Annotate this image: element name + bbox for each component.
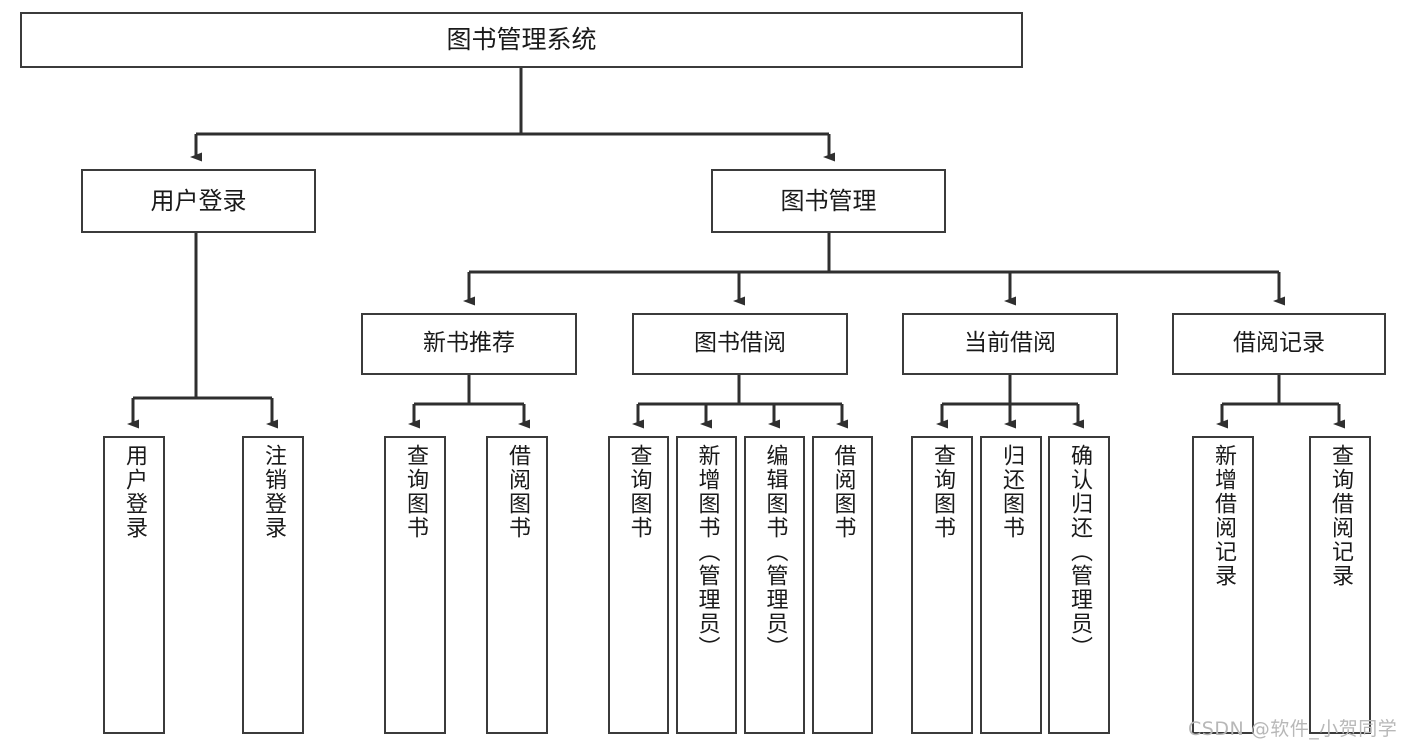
leaf-return-book[interactable]: 归还图书	[980, 436, 1042, 734]
node-root-label: 图书管理系统	[446, 25, 597, 55]
leaf-query-book-current[interactable]: 查询图书	[911, 436, 973, 734]
node-user-login-label: 用户登录	[150, 186, 247, 215]
node-book-borrow[interactable]: 图书借阅	[632, 313, 848, 375]
leaf-return-book-label: 归还图书	[998, 444, 1024, 540]
node-root[interactable]: 图书管理系统	[20, 12, 1023, 68]
leaf-logout[interactable]: 注销登录	[242, 436, 304, 734]
leaf-edit-book-admin[interactable]: 编辑图书（管理员）	[744, 436, 805, 734]
leaf-add-borrow-record[interactable]: 新增借阅记录	[1192, 436, 1254, 734]
leaf-query-book-recommend[interactable]: 查询图书	[384, 436, 446, 734]
leaf-borrow-book-recommend-label: 借阅图书	[504, 444, 530, 540]
leaf-query-borrow-record[interactable]: 查询借阅记录	[1309, 436, 1371, 734]
leaf-query-borrow-record-label: 查询借阅记录	[1327, 444, 1353, 588]
node-borrow-record[interactable]: 借阅记录	[1172, 313, 1386, 375]
leaf-user-login[interactable]: 用户登录	[103, 436, 165, 734]
leaf-user-login-label: 用户登录	[121, 444, 147, 540]
node-current-borrow-label: 当前借阅	[964, 330, 1056, 357]
leaf-add-borrow-record-label: 新增借阅记录	[1210, 444, 1236, 588]
node-user-login[interactable]: 用户登录	[81, 169, 316, 233]
leaf-edit-book-admin-label: 编辑图书（管理员）	[762, 444, 788, 660]
leaf-query-book-recommend-label: 查询图书	[402, 444, 428, 540]
leaf-confirm-return-admin-label: 确认归还（管理员）	[1066, 444, 1092, 660]
node-book-management[interactable]: 图书管理	[711, 169, 946, 233]
node-book-borrow-label: 图书借阅	[694, 330, 786, 357]
leaf-add-book-admin-label: 新增图书（管理员）	[694, 444, 720, 660]
node-book-management-label: 图书管理	[780, 186, 877, 215]
leaf-query-book-borrow[interactable]: 查询图书	[608, 436, 669, 734]
leaf-add-book-admin[interactable]: 新增图书（管理员）	[676, 436, 737, 734]
leaf-borrow-book-label: 借阅图书	[830, 444, 856, 540]
node-new-book-recommend[interactable]: 新书推荐	[361, 313, 577, 375]
leaf-query-book-borrow-label: 查询图书	[626, 444, 652, 540]
leaf-confirm-return-admin[interactable]: 确认归还（管理员）	[1048, 436, 1110, 734]
leaf-logout-label: 注销登录	[260, 444, 286, 540]
leaf-borrow-book-recommend[interactable]: 借阅图书	[486, 436, 548, 734]
csdn-watermark: CSDN @软件_小贺同学	[1188, 718, 1398, 740]
node-new-book-recommend-label: 新书推荐	[423, 330, 515, 357]
leaf-borrow-book[interactable]: 借阅图书	[812, 436, 873, 734]
node-borrow-record-label: 借阅记录	[1233, 330, 1325, 357]
leaf-query-book-current-label: 查询图书	[929, 444, 955, 540]
node-current-borrow[interactable]: 当前借阅	[902, 313, 1118, 375]
